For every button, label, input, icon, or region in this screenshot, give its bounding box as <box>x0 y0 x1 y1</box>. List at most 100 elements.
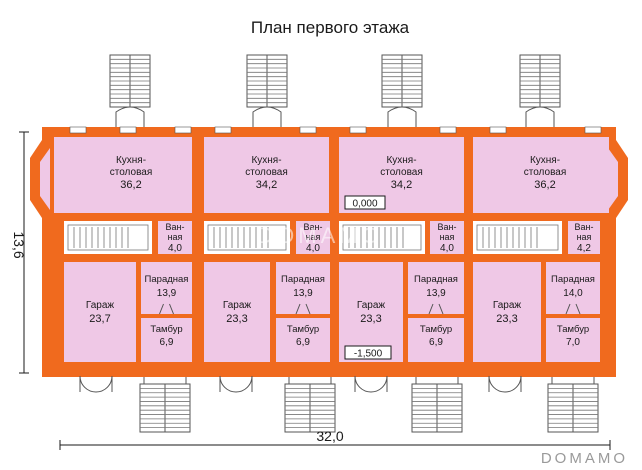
hall-door-2 <box>295 303 311 315</box>
garage-door-2 <box>219 375 253 393</box>
window-top-3 <box>174 126 192 134</box>
garage-level-box <box>344 345 392 360</box>
front-landing-4 <box>551 375 595 385</box>
vestibule-area-3: 6,9 <box>429 337 443 348</box>
rear-porch-3 <box>387 106 417 128</box>
rear-stair-1 <box>109 54 151 108</box>
window-top-7 <box>439 126 457 134</box>
hall-door-3 <box>428 303 444 315</box>
bathroom-2 <box>296 221 330 254</box>
front-hall-1 <box>141 262 192 314</box>
interior-stair-outline <box>476 224 559 251</box>
bay-window-left <box>30 140 42 218</box>
bathroom-4 <box>568 221 600 254</box>
interior-details <box>67 126 602 393</box>
hall-label-1: Парадная <box>145 274 189 285</box>
kitchen-label-2-3: столовая <box>380 167 423 178</box>
bay-window-left-floor <box>40 148 50 210</box>
entrance-stairs-front <box>139 375 599 433</box>
hall-door-1 <box>159 303 174 315</box>
front-landing-3 <box>415 375 459 385</box>
room-labels: Кухня-столовая36,2Ван-ная4,0Гараж23,7Пар… <box>86 155 595 348</box>
kitchen-label-2-2: столовая <box>245 167 288 178</box>
window-top-5 <box>299 126 317 134</box>
kitchen-dining-room-1 <box>54 137 192 213</box>
garage-4 <box>473 262 541 362</box>
vestibule-label-1: Тамбур <box>150 324 182 335</box>
bath-area-3: 4,0 <box>440 243 454 254</box>
garage-level-mark: -1,500 <box>354 349 383 360</box>
front-hall-3 <box>408 262 464 314</box>
vestibule-area-1: 6,9 <box>160 337 174 348</box>
interior-stair-4 <box>473 221 562 254</box>
window-top-1 <box>69 126 87 134</box>
entrance-stairs-rear <box>109 54 561 128</box>
front-stair-2 <box>284 383 336 433</box>
rear-porch-4 <box>525 106 555 128</box>
front-landing-2 <box>288 375 332 385</box>
interior-stair-outline <box>67 224 149 251</box>
bath-label-2-2: ная <box>306 232 321 242</box>
kitchen-area-2: 34,2 <box>256 179 277 191</box>
watermark-center: DOMAMO <box>257 223 382 248</box>
interior-stair-3 <box>339 221 425 254</box>
garage-area-3: 23,3 <box>360 313 381 325</box>
window-top-8 <box>489 126 507 134</box>
vestibule-label-4: Тамбур <box>557 324 589 335</box>
rear-stair-3 <box>381 54 423 108</box>
interior-stair-outline <box>342 224 422 251</box>
garage-label-1: Гараж <box>86 300 115 311</box>
garage-area-1: 23,7 <box>89 313 110 325</box>
height-dimension: 13,6 <box>11 231 27 258</box>
garage-area-4: 23,3 <box>496 313 517 325</box>
bath-area-1: 4,0 <box>168 243 182 254</box>
bathroom-1 <box>158 221 192 254</box>
width-dimension: 32,0 <box>316 428 343 444</box>
bath-area-4: 4,2 <box>577 243 591 254</box>
width-dimension-line <box>59 440 611 450</box>
kitchen-area-1: 36,2 <box>120 179 141 191</box>
window-top-2 <box>119 126 137 134</box>
garage-door-3 <box>354 375 388 393</box>
front-hall-2 <box>276 262 330 314</box>
kitchen-dining-room-4 <box>473 137 609 213</box>
kitchen-label-3: Кухня- <box>386 155 416 166</box>
rear-porch-1 <box>115 106 145 128</box>
bath-label-2-1: ная <box>168 232 183 242</box>
hall-label-2: Парадная <box>281 274 325 285</box>
bath-label-3: Ван- <box>438 222 457 232</box>
garage-2 <box>204 262 270 362</box>
interior-stair-outline <box>207 224 287 251</box>
bath-label-2: Ван- <box>304 222 323 232</box>
hall-door-4 <box>565 303 581 315</box>
plan-title: План первого этажа <box>251 18 410 37</box>
bathroom-3 <box>430 221 464 254</box>
vestibule-area-4: 7,0 <box>566 337 580 348</box>
floor-level-box <box>344 195 386 210</box>
bay-window-right <box>616 140 628 218</box>
garage-label-2: Гараж <box>223 300 252 311</box>
front-landing-1 <box>143 375 187 385</box>
garage-1 <box>64 262 136 362</box>
hall-area-2: 13,9 <box>293 288 313 299</box>
floor-level-mark: 0,000 <box>352 199 377 210</box>
watermark-corner: DOMAMO <box>541 450 628 467</box>
front-hall-4 <box>546 262 600 314</box>
vestibule-label-3: Тамбур <box>420 324 452 335</box>
garage-area-2: 23,3 <box>226 313 247 325</box>
vestibule-2 <box>276 318 330 362</box>
hall-area-1: 13,9 <box>157 288 177 299</box>
rooms <box>54 137 609 362</box>
vestibule-3 <box>408 318 464 362</box>
window-top-4 <box>214 126 232 134</box>
kitchen-label-2: Кухня- <box>251 155 281 166</box>
window-top-9 <box>584 126 602 134</box>
garage-door-4 <box>488 375 522 393</box>
hall-label-3: Парадная <box>414 274 458 285</box>
front-stair-3 <box>411 383 463 433</box>
bath-label-4: Ван- <box>575 222 594 232</box>
vestibule-label-2: Тамбур <box>287 324 319 335</box>
kitchen-label-2-4: столовая <box>524 167 567 178</box>
garage-door-1 <box>79 375 113 393</box>
